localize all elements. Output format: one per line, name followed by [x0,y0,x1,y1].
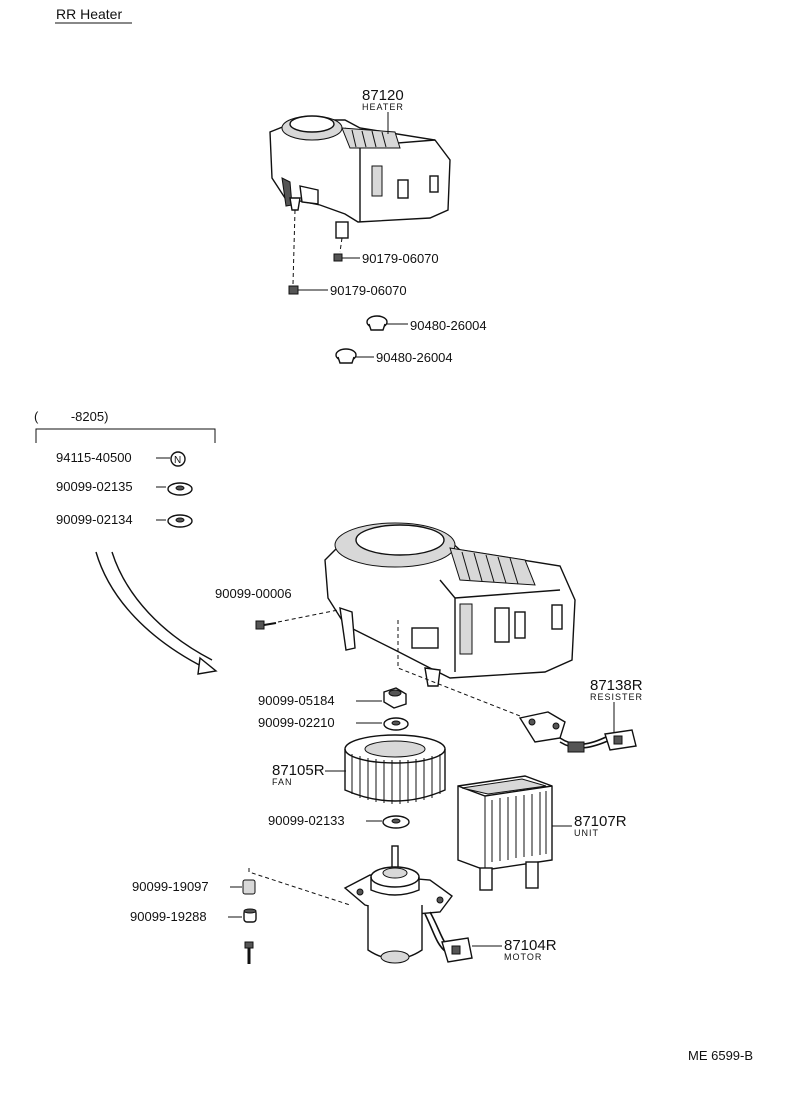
screw-c-part-number: 90099-00006 [215,586,292,601]
heater-part-name: HEATER [362,102,404,112]
resister-part-name: RESISTER [590,692,643,702]
nut-d-part-number: 90099-05184 [258,693,335,708]
washer-d-icon [382,815,410,829]
heater-dash-2 [339,237,343,253]
nut-n-mark: N [174,455,181,466]
unit-icon [457,775,553,891]
fan-part-name: FAN [272,777,293,787]
heater-dash-1 [292,209,296,285]
washer-b-icon [167,514,193,528]
motor-part-number: 87104R [504,937,557,954]
unit-part-number: 87107R [574,813,627,830]
nut-n-part-number: 94115-40500 [56,450,132,465]
grommet-b-part-number: 90480-26004 [376,350,453,365]
grommet-b-icon [335,348,357,364]
fan-icon [344,734,446,804]
fan-part-number: 87105R [272,762,325,779]
resister-dash [397,620,521,717]
clip-icon [242,879,256,895]
range-label: ( -8205) [34,409,108,424]
resister-part-number: 87138R [590,677,643,694]
washer-a-icon [167,482,193,496]
screw-a-part-number: 90179-06070 [362,251,439,266]
heater-assembly-main [324,522,576,687]
diagram-title: RR Heater [56,6,122,22]
washer-c-part-number: 90099-02210 [258,715,335,730]
screw-c-dash [277,609,339,623]
resister-icon [518,711,637,753]
washer-d-part-number: 90099-02133 [268,813,345,828]
drawing-code: ME 6599-B [688,1048,753,1063]
bolt-icon [244,941,254,964]
grommet-a-part-number: 90480-26004 [410,318,487,333]
motor-dash [248,868,351,906]
heater-assembly-top [269,115,451,239]
screw-c-icon [255,620,277,630]
nut-d-icon [383,687,407,709]
heater-part-number: 87120 [362,87,404,104]
motor-part-name: MOTOR [504,952,542,962]
grommet-a-icon [366,315,388,331]
curved-arrow-icon [95,551,218,675]
unit-part-name: UNIT [574,828,599,838]
washer-a-part-number: 90099-02135 [56,479,133,494]
screw-b-icon [288,285,299,295]
range-bracket [35,428,216,443]
screw-a-icon [333,253,343,262]
clip-part-number: 90099-19097 [132,879,209,894]
motor-icon [343,845,473,964]
washer-c-icon [383,717,409,731]
nut-n-icon [170,451,186,467]
washer-b-part-number: 90099-02134 [56,512,133,527]
screw-b-part-number: 90179-06070 [330,283,407,298]
grommet-c-icon [243,908,257,923]
grommet-c-part-number: 90099-19288 [130,909,207,924]
